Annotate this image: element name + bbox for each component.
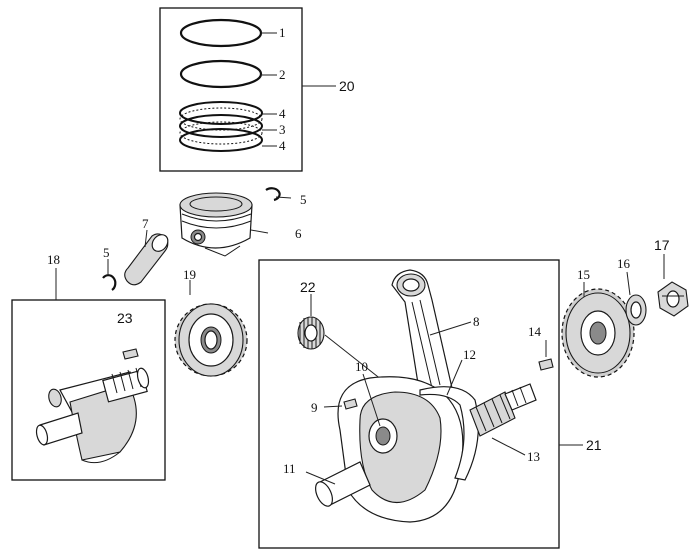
connecting-rod [391,269,453,397]
callout-9: 9 [311,400,318,415]
callout-5-right: 5 [300,192,307,207]
callout-5-left: 5 [103,245,110,260]
crank-key-14 [538,358,554,371]
piston-ring-1 [179,18,263,48]
crank-key-9 [343,398,358,410]
callout-18: 18 [47,252,60,267]
callout-16: 16 [617,256,631,271]
callout-22: 22 [300,279,316,295]
callout-15: 15 [577,267,590,282]
piston-pin-clip-right [265,187,281,202]
piston-pin [124,233,169,286]
callout-10: 10 [355,359,368,374]
callout-4-top: 4 [279,106,286,121]
callout-4-bottom: 4 [279,138,286,153]
callout-21: 21 [586,437,602,453]
callout-8: 8 [473,314,480,329]
callout-11: 11 [283,461,296,476]
callout-19: 19 [183,267,196,282]
balancer-shaft-box [11,299,166,481]
piston [179,192,253,257]
flange-nut [657,281,689,317]
callout-7: 7 [142,216,149,231]
oil-ring-assembly [179,101,263,152]
callout-2: 2 [279,67,286,82]
crankshaft [315,376,537,523]
callout-23: 23 [117,310,133,326]
callout-6: 6 [295,226,302,241]
balancer-drive-gear [174,303,248,377]
washer [625,294,647,326]
crankshaft-assembly-box [258,259,560,549]
piston-ring-set-box [159,7,303,172]
callout-20: 20 [339,78,355,94]
piston-ring-2 [179,59,263,89]
callout-13: 13 [527,449,540,464]
woodruff-key-23 [122,348,139,360]
callout-3: 3 [279,122,286,137]
needle-bearing [297,316,325,350]
callout-17: 17 [654,237,670,253]
callout-14: 14 [528,324,542,339]
piston-pin-clip-left [102,274,117,291]
balancer-shaft [35,367,150,464]
callout-12: 12 [463,347,476,362]
callout-1: 1 [279,25,286,40]
primary-drive-gear [561,288,635,378]
